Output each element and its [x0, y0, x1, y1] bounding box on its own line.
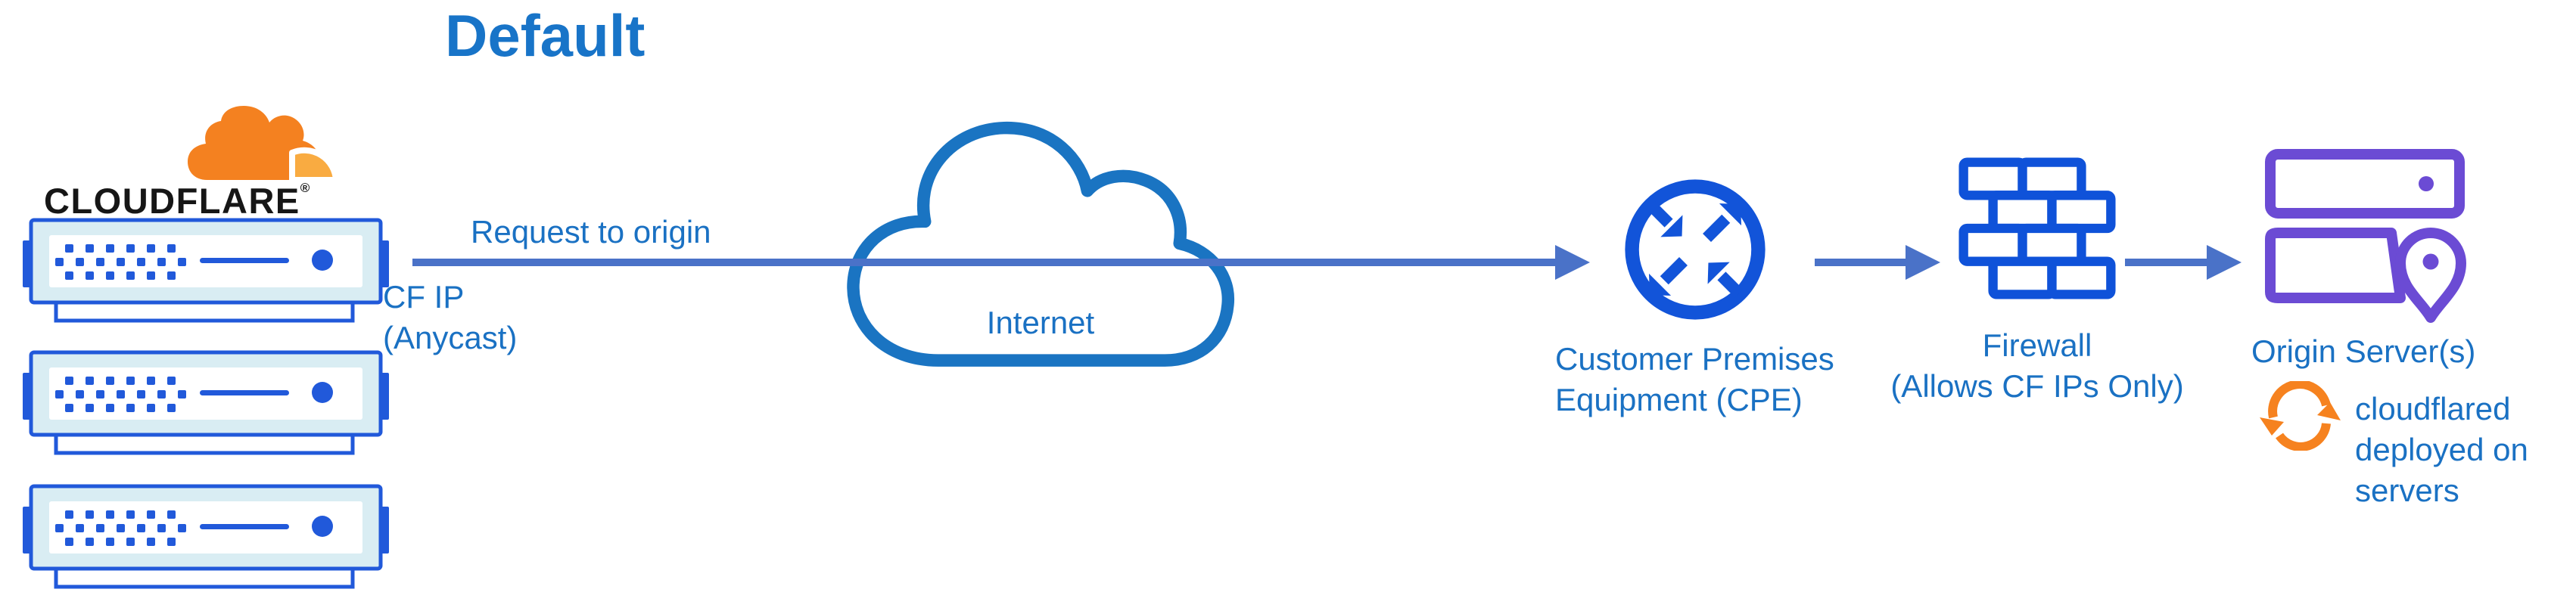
- arrowhead-icon: [1555, 245, 1590, 280]
- cloudflared-note: cloudflared deployed on servers: [2355, 391, 2528, 508]
- cpe-router-icon: [1625, 179, 1766, 320]
- server-light-dot: [2419, 176, 2434, 191]
- cloudflare-logo-icon: [188, 106, 339, 183]
- cf-ip-anycast-label: CF IP (Anycast): [383, 279, 518, 355]
- flow-line-firewall-to-origin: [2125, 259, 2208, 266]
- server-rack-icon: [21, 484, 390, 590]
- registered-trademark: ®: [300, 181, 310, 195]
- firewall-label: Firewall (Allows CF IPs Only): [1890, 327, 2184, 404]
- page-title: Default: [445, 2, 646, 69]
- flow-line-cpe-to-firewall: [1815, 259, 1907, 266]
- internet-label: Internet: [986, 305, 1095, 340]
- flow-line-cf-to-cpe: [412, 259, 1557, 266]
- request-to-origin-label: Request to origin: [471, 214, 711, 250]
- arrowhead-icon: [1906, 245, 1940, 280]
- server-rack-icon: [21, 218, 390, 324]
- server-rack-icon: [21, 350, 390, 456]
- cpe-label: Customer Premises Equipment (CPE): [1555, 341, 1834, 417]
- arrowhead-icon: [2207, 245, 2242, 280]
- sync-arrows-icon: [2260, 381, 2341, 451]
- location-pin-icon: [2395, 228, 2466, 323]
- cloudflare-wordmark: CLOUDFLARE®: [44, 181, 310, 221]
- firewall-icon: [1958, 157, 2116, 299]
- origin-servers-icon: [2265, 149, 2466, 323]
- origin-servers-label: Origin Server(s): [2251, 333, 2476, 369]
- internet-cloud-icon: [847, 121, 1235, 367]
